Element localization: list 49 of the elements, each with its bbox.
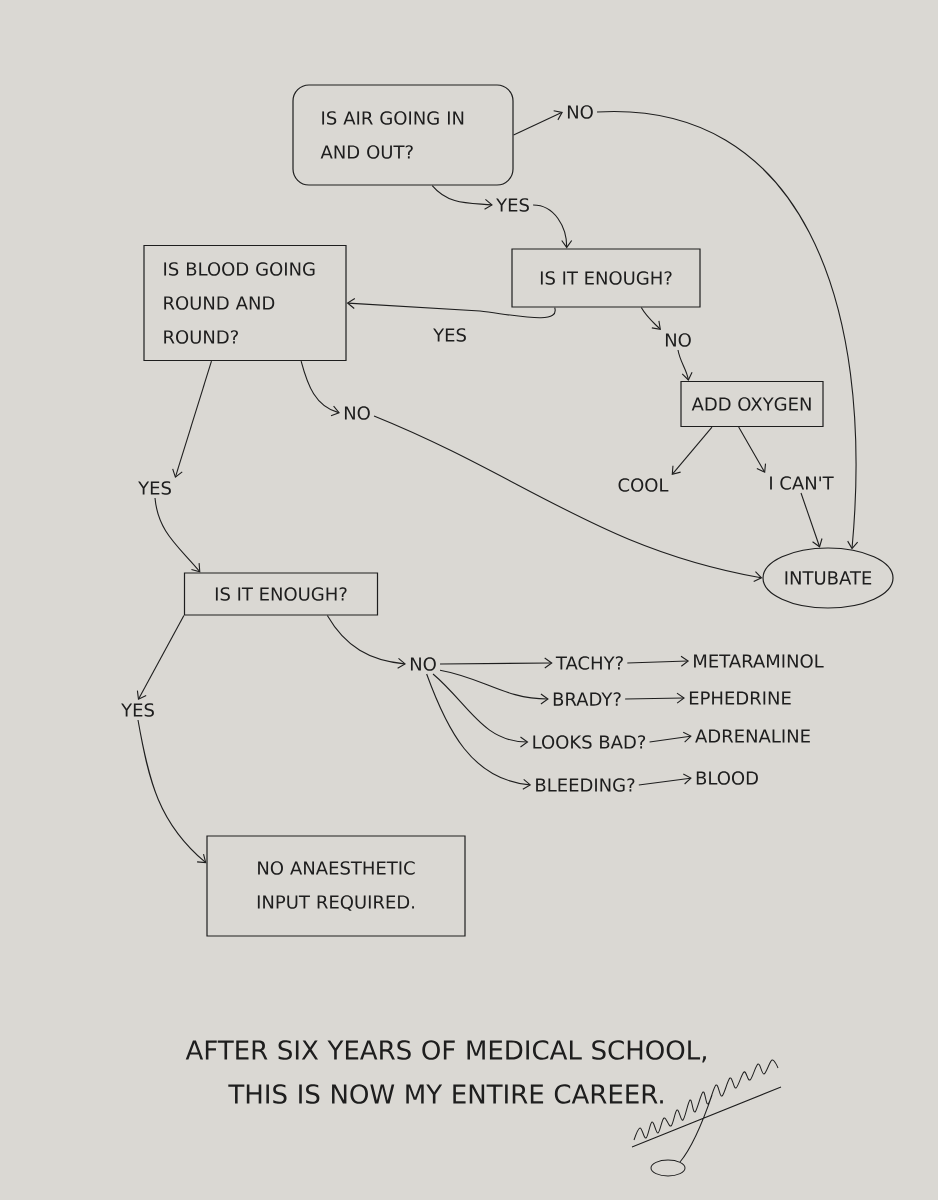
outcome-text: I CAN'T bbox=[770, 476, 834, 490]
condition-text: TACHY? bbox=[555, 656, 623, 670]
arrow bbox=[136, 615, 185, 700]
arrow bbox=[638, 773, 692, 786]
outcome-text: COOL bbox=[618, 478, 669, 492]
drug-name: EPHEDRINE bbox=[689, 691, 791, 705]
condition-text: LOOKS BAD? bbox=[533, 735, 646, 749]
drug-name: METARAMINOL bbox=[694, 654, 824, 668]
arrow bbox=[513, 110, 563, 136]
arrow bbox=[172, 360, 212, 478]
edge-label: YES bbox=[431, 326, 469, 344]
branch-label: YES bbox=[121, 703, 154, 717]
arrow bbox=[649, 731, 692, 743]
arrow bbox=[640, 307, 661, 330]
arrow bbox=[431, 185, 493, 210]
arrow bbox=[624, 692, 685, 704]
arrow bbox=[532, 204, 573, 249]
arrow bbox=[626, 655, 690, 667]
arrow bbox=[671, 426, 713, 475]
condition-text: BRADY? bbox=[553, 692, 621, 706]
arrow bbox=[154, 497, 201, 573]
branch-label: NO bbox=[665, 333, 691, 347]
branch-label: NO bbox=[410, 657, 436, 671]
condition-text: BLEEDING? bbox=[536, 778, 635, 792]
drug-name: ADRENALINE bbox=[695, 729, 810, 743]
rounded-box: IS AIR GOING IN AND OUT? bbox=[292, 84, 514, 186]
arrow bbox=[677, 349, 693, 381]
arrow bbox=[800, 492, 823, 548]
process-box: ADD OXYGEN bbox=[680, 380, 824, 428]
arrow bbox=[426, 673, 532, 790]
drug-name: BLOOD bbox=[696, 771, 758, 785]
arrow bbox=[432, 673, 529, 748]
arrow bbox=[439, 657, 553, 669]
process-box: IS IT ENOUGH? bbox=[183, 572, 379, 616]
arrow bbox=[738, 426, 767, 473]
process-box: IS BLOOD GOING ROUND AND ROUND? bbox=[143, 244, 347, 362]
branch-label: NO bbox=[567, 105, 593, 119]
arrow bbox=[326, 615, 406, 669]
branch-label: NO bbox=[344, 406, 370, 420]
arrow bbox=[373, 415, 763, 583]
arrow bbox=[596, 111, 859, 550]
arrow bbox=[137, 719, 207, 864]
process-box: NO ANAESTHETIC INPUT REQUIRED. bbox=[206, 835, 466, 937]
arrow bbox=[439, 669, 549, 705]
arrow bbox=[300, 360, 340, 417]
branch-label: YES bbox=[138, 481, 171, 495]
caption: AFTER SIX YEARS OF MEDICAL SCHOOL, THIS IS NOW MY ENTIRE CAREER. bbox=[185, 1040, 706, 1104]
process-box: IS IT ENOUGH? bbox=[511, 248, 701, 308]
branch-label: YES bbox=[496, 198, 529, 212]
